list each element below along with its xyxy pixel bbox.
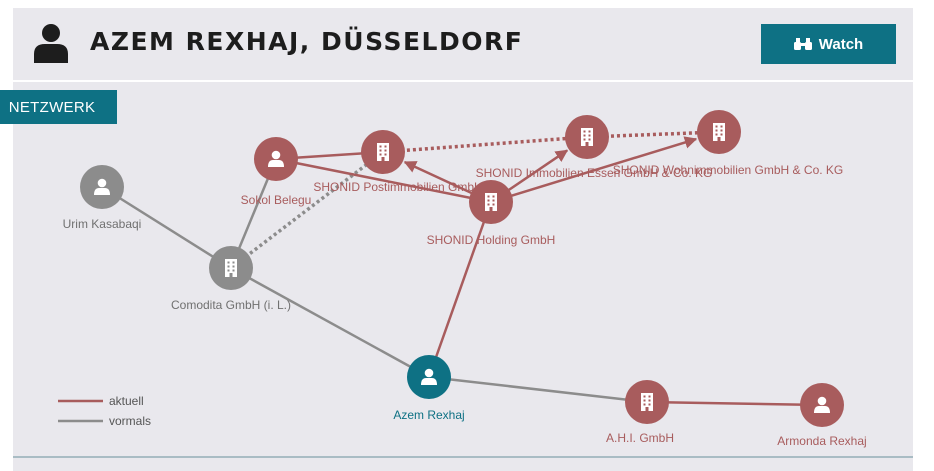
building-icon [641,393,653,411]
edge-urim-comodita [101,185,232,270]
node-label: Urim Kasabaqi [63,217,142,231]
building-icon [225,259,237,277]
legend: aktuell vormals [58,394,151,428]
person-icon [421,368,437,385]
edge-sokol-holding [275,157,492,204]
node-label: SHONID Wohnimmobilien GmbH & Co. KG [613,163,844,177]
edge-holding-wohn [490,136,698,204]
edge-ahi-armonda [646,400,823,407]
node-label: Sokol Belegu [241,193,312,207]
node-wohn[interactable]: SHONID Wohnimmobilien GmbH & Co. KG [613,110,844,177]
edge-essen-wohn [586,130,720,139]
node-label: SHONID Immobilien Essen GmbH & Co. KG [476,166,713,180]
network-panel: AZEM REXHAJ, DÜSSELDORF Watch [13,8,913,471]
page-header: AZEM REXHAJ, DÜSSELDORF Watch [13,8,913,82]
node-label: SHONID Holding GmbH [427,233,556,247]
edge-azem-holding [427,201,493,378]
node-label: A.H.I. GmbH [606,431,674,445]
binoculars-icon [793,38,812,50]
panel-bottom-border [13,456,913,458]
legend-current-label: aktuell [109,394,144,408]
node-label: Armonda Rexhaj [777,434,866,448]
node-essen[interactable]: SHONID Immobilien Essen GmbH & Co. KG [476,115,713,180]
building-icon [485,193,497,211]
person-icon [814,396,830,413]
edge-comodita-post [229,150,385,270]
person-icon [268,150,284,167]
node-label: SHONID Postimmobilien GmbH [313,180,482,194]
node-ahi[interactable]: A.H.I. GmbH [606,380,674,445]
building-icon [581,128,593,146]
node-label: Azem Rexhaj [393,408,464,422]
node-label: Comodita GmbH (i. L.) [171,298,291,312]
watch-button-label: Watch [818,35,864,53]
building-icon [377,143,389,161]
node-holding[interactable]: SHONID Holding GmbH [427,180,556,247]
edge-azem-ahi [428,375,648,404]
person-icon [94,178,110,195]
person-icon [34,24,68,63]
node-azem[interactable]: Azem Rexhaj [393,355,465,422]
node-armonda[interactable]: Armonda Rexhaj [777,383,867,448]
section-ribbon: NETZWERK [0,90,117,124]
node-post[interactable]: SHONID Postimmobilien GmbH [313,130,483,194]
node-sokol[interactable]: Sokol Belegu [241,137,312,207]
node-comodita[interactable]: Comodita GmbH (i. L.) [171,246,291,312]
page-title: AZEM REXHAJ, DÜSSELDORF [90,27,524,56]
building-icon [713,123,725,141]
edge-post-essen [382,135,588,154]
legend-former-label: vormals [109,414,151,428]
node-urim[interactable]: Urim Kasabaqi [63,165,142,231]
edge-comodita-azem [230,266,430,379]
watch-button[interactable]: Watch [761,24,896,64]
